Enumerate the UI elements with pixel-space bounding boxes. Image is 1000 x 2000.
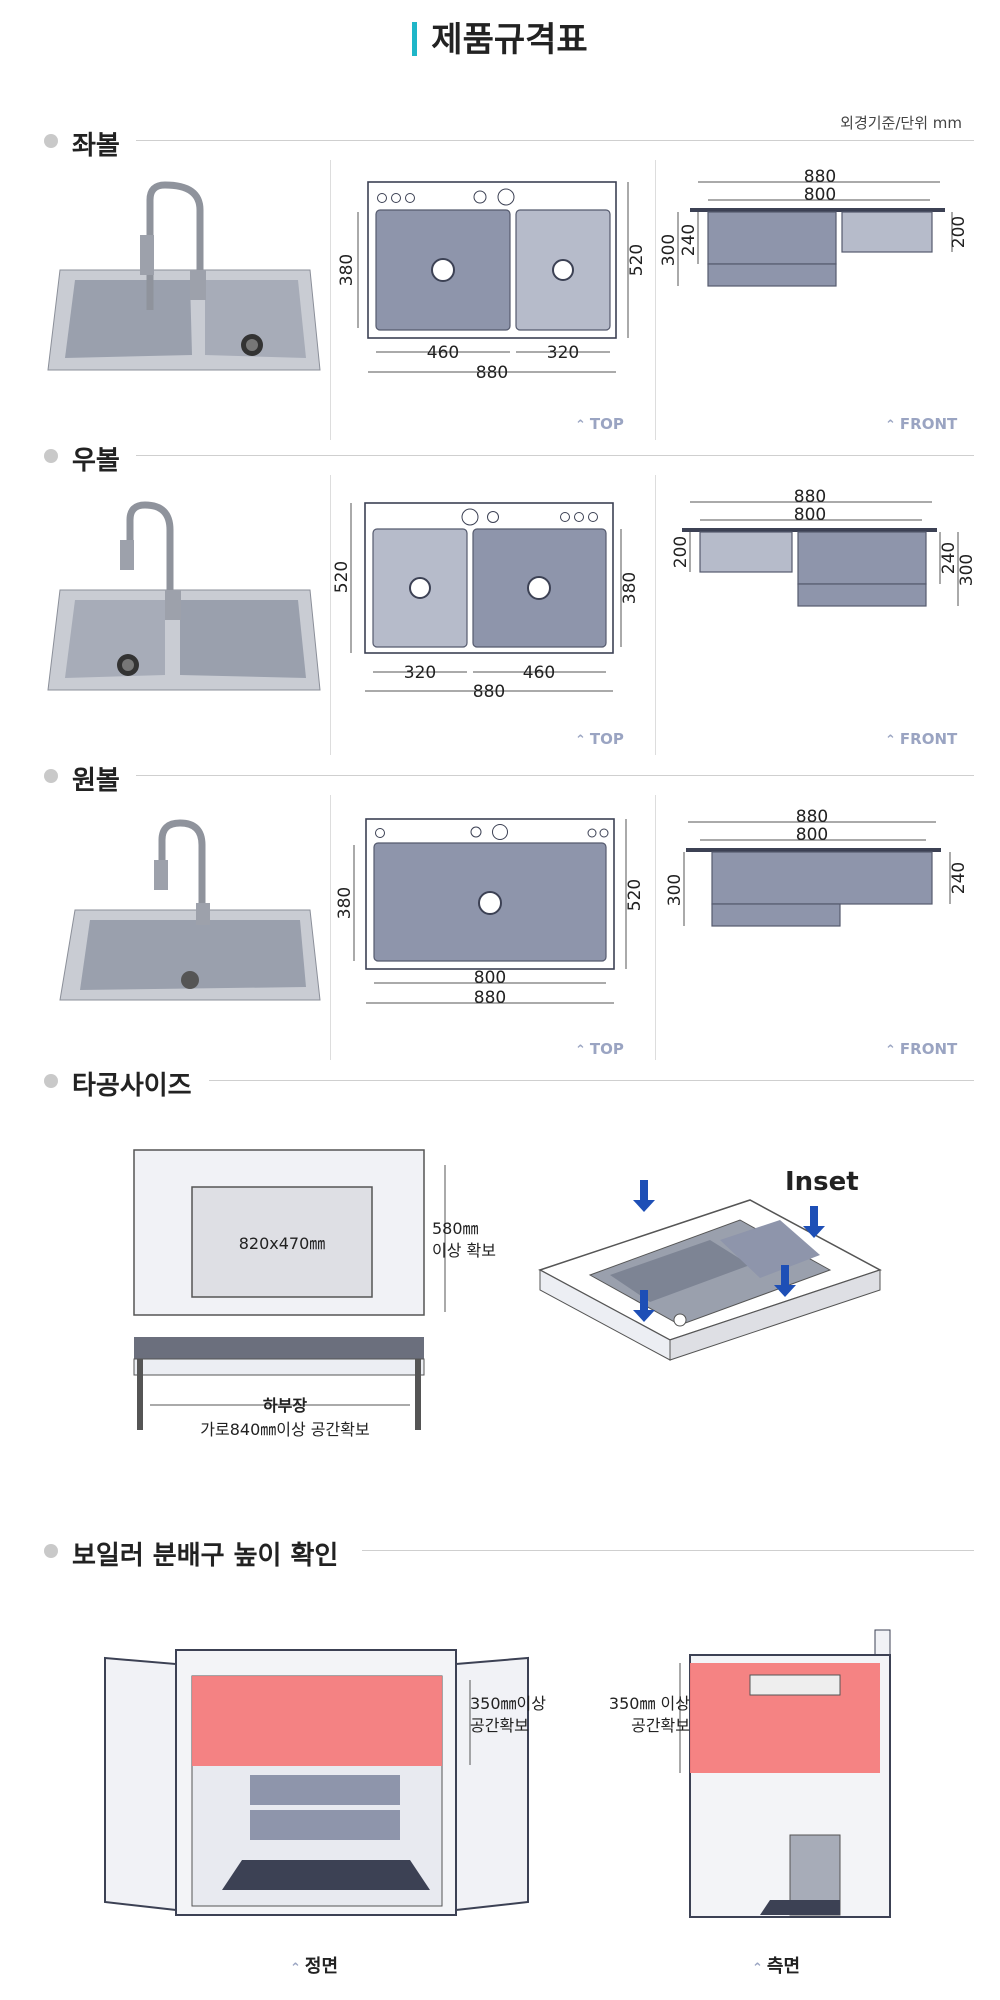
divider [209,1080,974,1081]
dim-bowl-b: 320 [547,343,579,363]
chevron-up-icon: ⌃ [885,418,896,433]
dim-inner: 800 [804,185,836,205]
bullet-dot-icon [44,449,58,463]
divider [655,795,656,1060]
front-view-diagram-right-bowl: 880 800 200 240 300 [671,487,977,607]
dim-inner-width: 800 [474,968,506,988]
bullet-dot-icon [44,769,58,783]
dim-total-height: 520 [625,879,645,911]
section-heading-single-bowl: 원볼 [44,760,974,796]
chevron-up-icon: ⌃ [885,1043,896,1058]
section-label: 원볼 [72,766,120,796]
view-label-front: ⌃FRONT [885,415,958,433]
dim-inner: 800 [794,505,826,525]
sink-photo-single-bowl [59,819,321,1001]
page-title: 제품규격표 [0,12,1000,61]
chevron-up-icon: ⌃ [885,733,896,748]
dim-inner: 800 [796,825,828,845]
view-label-top: ⌃TOP [575,730,624,748]
bullet-dot-icon [44,1074,58,1088]
view-label-front: ⌃FRONT [885,1040,958,1058]
dim-depth-small: 200 [671,536,691,568]
section-label: 보일러 분배구 높이 확인 [72,1541,339,1571]
section-heading-right-bowl: 우볼 [44,440,974,476]
chevron-up-icon: ⌃ [575,1043,586,1058]
page-title-text: 제품규격표 [431,20,588,60]
dim-bowl-b: 460 [523,663,555,683]
dim-depth-total: 300 [957,554,977,586]
dim-depth-total: 300 [659,234,679,266]
dim-total-width: 880 [474,988,506,1008]
inset-install-illustration: Inset [538,1167,882,1361]
divider [330,475,331,755]
cutout-diagram [133,1149,446,1430]
cutout-depth-line2: 이상 확보 [432,1241,496,1260]
cutout-depth-line1: 580㎜ [432,1219,479,1238]
dim-bowl-height: 380 [620,572,640,604]
sink-photo-left-bowl [47,181,321,371]
side-note-line1: 350㎜ 이상 [608,1694,690,1713]
section-label: 좌볼 [72,131,120,161]
dim-depth-main: 240 [679,224,699,256]
divider [655,160,656,440]
top-view-diagram-left-bowl: 380 520 460 320 880 [337,181,647,383]
dim-depth-main: 240 [949,862,969,894]
dim-bowl-a: 460 [427,343,459,363]
title-accent-bar [412,22,418,56]
chevron-up-icon: ⌃ [290,1961,301,1976]
unit-note: 외경기준/단위 mm [840,114,962,132]
bullet-dot-icon [44,134,58,148]
divider [330,160,331,440]
chevron-up-icon: ⌃ [752,1961,763,1976]
dim-bowl-a: 320 [404,663,436,683]
bullet-dot-icon [44,1544,58,1558]
section-label: 타공사이즈 [72,1071,192,1101]
sink-photo-right-bowl [47,501,321,691]
dim-depth-total: 300 [665,874,685,906]
section-heading-boiler: 보일러 분배구 높이 확인 [44,1535,974,1571]
boiler-front-view [104,1649,529,1916]
dim-depth-main: 240 [939,542,959,574]
divider [136,775,974,776]
divider [362,1550,974,1551]
view-label-front-boiler: ⌃정면 [290,1956,339,1977]
dim-outer: 880 [804,167,836,187]
divider [655,475,656,755]
view-label-side-boiler: ⌃측면 [752,1956,801,1977]
dim-total-width: 880 [473,682,505,702]
cabinet-note: 가로840㎜이상 공간확보 [200,1420,370,1439]
divider [136,455,974,456]
dim-total-height: 520 [627,244,647,276]
dim-outer: 880 [794,487,826,507]
front-note-line2: 공간확보 [470,1716,529,1735]
view-label-top: ⌃TOP [575,1040,624,1058]
chevron-up-icon: ⌃ [575,733,586,748]
divider [330,795,331,1060]
divider [136,140,974,141]
top-view-diagram-single-bowl: 380 520 800 880 [335,818,645,1008]
top-view-diagram-right-bowl: 520 380 320 460 880 [332,502,640,702]
side-note-line2: 공간확보 [631,1716,690,1735]
section-heading-cutout: 타공사이즈 [44,1065,974,1101]
dim-bowl-height: 380 [335,887,355,919]
section-heading-left-bowl: 좌볼 [44,125,974,161]
front-view-diagram-single-bowl: 880 800 300 240 [665,807,969,927]
section-label: 우볼 [72,446,120,476]
cabinet-title: 하부장 [262,1396,308,1415]
cutout-size-label: 820x470㎜ [238,1234,326,1253]
dim-total-height: 520 [332,561,352,593]
boiler-side-view [679,1629,891,1918]
dim-total-width: 880 [476,363,508,383]
chevron-up-icon: ⌃ [575,418,586,433]
view-label-top: ⌃TOP [575,415,624,433]
dim-outer: 880 [796,807,828,827]
inset-label: Inset [785,1167,859,1197]
front-note-line1: 350㎜이상 [470,1694,546,1713]
dim-bowl-height: 380 [337,254,357,286]
front-view-diagram-left-bowl: 880 800 300 240 200 [659,167,969,287]
dim-depth-small: 200 [949,216,969,248]
view-label-front: ⌃FRONT [885,730,958,748]
